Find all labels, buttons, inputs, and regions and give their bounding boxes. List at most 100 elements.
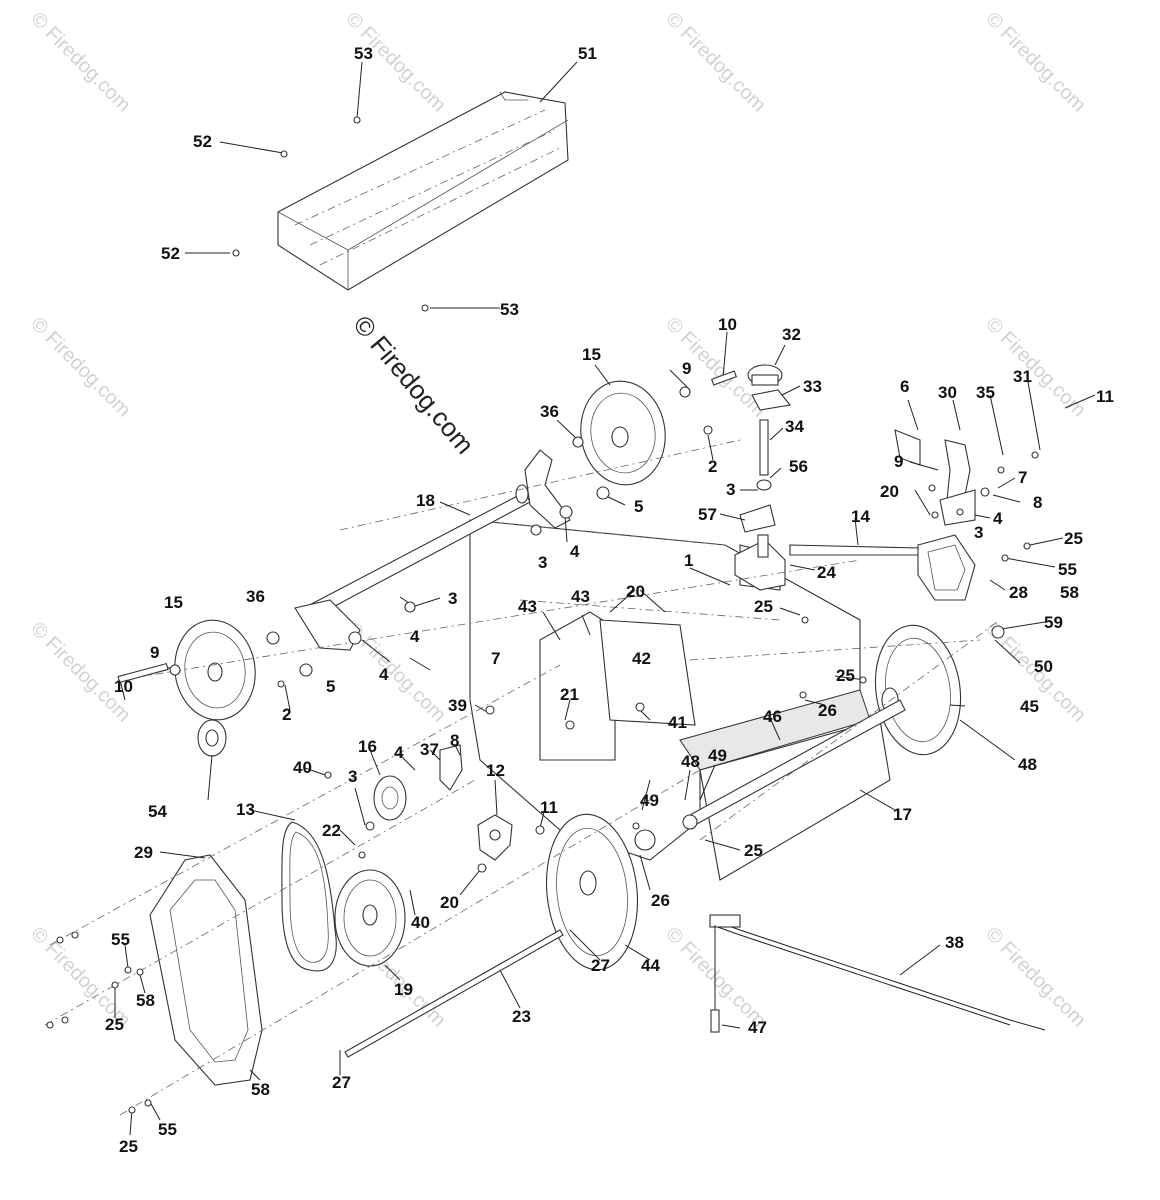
- callout-45: 45: [1020, 697, 1039, 716]
- top-cover-part: [277, 91, 569, 291]
- callout-20: 20: [880, 482, 899, 501]
- callout-55: 55: [158, 1120, 177, 1139]
- callout-16: 16: [358, 737, 377, 756]
- callout-51: 51: [578, 44, 597, 63]
- watermark: © Firedog.com: [26, 313, 135, 422]
- callout-52: 52: [193, 132, 212, 151]
- callout-43: 43: [518, 597, 537, 616]
- wheel-15-rear-part: [580, 380, 666, 486]
- callout-37: 37: [420, 740, 439, 759]
- callout-54: 54: [148, 802, 167, 821]
- callout-56: 56: [789, 457, 808, 476]
- watermark-main: © Firedog.com: [347, 310, 480, 460]
- pulley-44-part: [545, 813, 639, 971]
- callout-15: 15: [582, 345, 601, 364]
- callout-57: 57: [698, 505, 717, 524]
- bracket-12-part: [477, 814, 513, 861]
- callout-10: 10: [114, 677, 133, 696]
- watermark: © Firedog.com: [26, 8, 135, 117]
- callout-25: 25: [836, 666, 855, 685]
- callout-40: 40: [293, 758, 312, 777]
- callout-32: 32: [782, 325, 801, 344]
- callout-4: 4: [570, 542, 580, 561]
- callout-3: 3: [726, 480, 735, 499]
- belt-cover-29-part: [149, 854, 263, 1086]
- leader-lines: [114, 61, 1096, 1136]
- pulley-45-part: [689, 624, 962, 826]
- callout-5: 5: [326, 677, 335, 696]
- callout-6: 6: [900, 377, 909, 396]
- callout-27: 27: [332, 1073, 351, 1092]
- callout-31: 31: [1013, 367, 1032, 386]
- callout-3: 3: [348, 767, 357, 786]
- height-adjust-knob-part: [734, 364, 792, 591]
- watermark: © Firedog.com: [661, 8, 770, 117]
- linkage-rod-14-part: [789, 534, 976, 601]
- callout-38: 38: [945, 933, 964, 952]
- callout-4: 4: [993, 509, 1003, 528]
- idler-pulley-16-part: [373, 744, 463, 821]
- callout-10: 10: [718, 315, 737, 334]
- callout-25: 25: [105, 1015, 124, 1034]
- callout-53: 53: [354, 44, 373, 63]
- callout-26: 26: [651, 891, 670, 910]
- cable-38-part: [709, 914, 1046, 1033]
- callout-20: 20: [440, 893, 459, 912]
- callout-7: 7: [1018, 468, 1027, 487]
- callout-3: 3: [974, 523, 983, 542]
- callout-15: 15: [164, 593, 183, 612]
- callout-25: 25: [1064, 529, 1083, 548]
- callout-40: 40: [411, 913, 430, 932]
- callout-2: 2: [708, 457, 717, 476]
- callout-25: 25: [119, 1137, 138, 1156]
- callout-58: 58: [1060, 583, 1079, 602]
- callout-9: 9: [150, 643, 159, 662]
- callout-2: 2: [282, 705, 291, 724]
- callout-59: 59: [1044, 613, 1063, 632]
- callout-34: 34: [785, 417, 804, 436]
- callout-14: 14: [851, 507, 870, 526]
- callout-3: 3: [448, 589, 457, 608]
- callout-19: 19: [394, 980, 413, 999]
- assembly-lines: [44, 439, 1001, 1116]
- callout-21: 21: [560, 685, 579, 704]
- callout-4: 4: [410, 627, 420, 646]
- callout-13: 13: [236, 800, 255, 819]
- callout-9: 9: [894, 452, 903, 471]
- callout-50: 50: [1034, 657, 1053, 676]
- callout-7: 7: [491, 649, 500, 668]
- wheel-15-front-part: [174, 619, 256, 721]
- callout-48: 48: [1018, 755, 1037, 774]
- callout-29: 29: [134, 843, 153, 862]
- callout-17: 17: [893, 805, 912, 824]
- callout-11: 11: [540, 798, 558, 817]
- callout-4: 4: [379, 665, 389, 684]
- callout-25: 25: [744, 841, 763, 860]
- callout-49: 49: [640, 791, 659, 810]
- callout-25: 25: [754, 597, 773, 616]
- callout-46: 46: [763, 707, 782, 726]
- callout-39: 39: [448, 696, 467, 715]
- callout-26: 26: [818, 701, 837, 720]
- callout-48: 48: [681, 752, 700, 771]
- belt-13-part: [281, 821, 337, 972]
- callout-4: 4: [394, 743, 404, 762]
- callout-22: 22: [322, 821, 341, 840]
- callout-55: 55: [1058, 560, 1077, 579]
- callout-47: 47: [748, 1018, 767, 1037]
- callout-58: 58: [136, 991, 155, 1010]
- lever-30-part: [894, 429, 976, 526]
- callout-53: 53: [500, 300, 519, 319]
- callout-3: 3: [538, 553, 547, 572]
- callout-8: 8: [450, 731, 459, 750]
- callout-36: 36: [246, 587, 265, 606]
- rod-23-part: [344, 929, 564, 1058]
- callout-1: 1: [684, 551, 693, 570]
- callout-41: 41: [668, 713, 687, 732]
- callout-43: 43: [571, 587, 590, 606]
- callout-30: 30: [938, 383, 957, 402]
- callout-35: 35: [976, 383, 995, 402]
- callout-36: 36: [540, 402, 559, 421]
- callout-27: 27: [591, 956, 610, 975]
